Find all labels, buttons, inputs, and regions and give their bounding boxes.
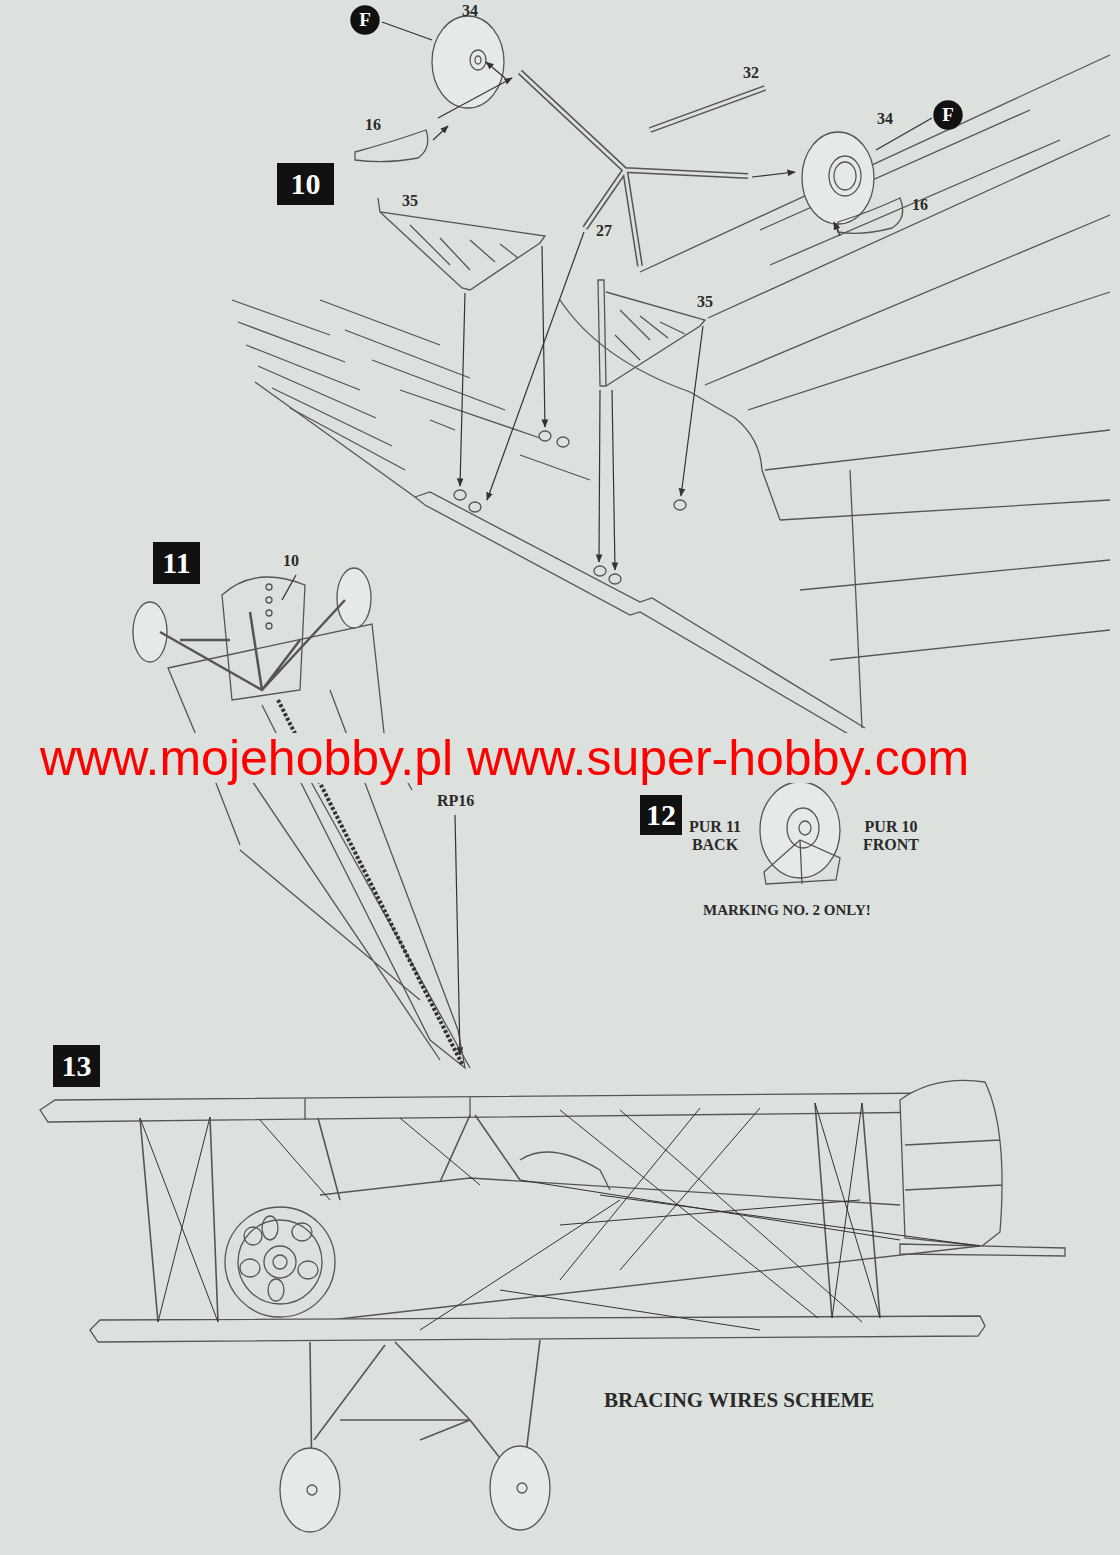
- assembly-arrow: [599, 390, 600, 562]
- tailplane: [900, 1244, 1065, 1256]
- wing-hatching: [232, 300, 590, 480]
- marker-circle-shape: [933, 100, 962, 129]
- step-label: 12: [646, 798, 676, 832]
- part-number: 10: [283, 552, 299, 570]
- part-number: RP16: [437, 792, 474, 810]
- wing-edge: [255, 382, 865, 742]
- wheel-hub: [799, 821, 811, 835]
- step-number: 10: [277, 163, 334, 205]
- assembly-arrow: [612, 390, 615, 570]
- part-number: 35: [697, 293, 713, 311]
- landing-gear-strut: [520, 72, 765, 266]
- wheel: [432, 16, 504, 108]
- leader-line: [382, 22, 932, 150]
- wheel: [337, 568, 371, 628]
- step-label: 11: [162, 546, 190, 580]
- landing-gear-strut: [160, 600, 345, 690]
- assembly-arrow: [487, 232, 584, 500]
- exhaust-dots: [266, 584, 272, 629]
- assembly-arrow: [752, 172, 795, 177]
- engine-cowling: [238, 1220, 322, 1304]
- strut-plate: [598, 280, 705, 386]
- step-number: 12: [640, 795, 682, 835]
- part-number: 34: [462, 2, 478, 20]
- mounting-holes: [454, 431, 686, 584]
- marker-letter: F: [359, 9, 371, 31]
- part-number: 16: [912, 196, 928, 214]
- wing-root: [560, 300, 780, 520]
- wheel-hub: [834, 162, 856, 190]
- part-number: 16: [365, 116, 381, 134]
- part-number: 32: [743, 64, 759, 82]
- spinner: [264, 1246, 296, 1278]
- wheel-spat: [838, 198, 903, 233]
- wheel: [802, 132, 874, 224]
- step-label: 13: [62, 1049, 92, 1083]
- note: MARKING NO. 2 ONLY!: [703, 902, 871, 919]
- wheel-hub: [470, 50, 486, 70]
- finish-marker: F: [350, 5, 380, 35]
- leader-line: [282, 575, 296, 600]
- wheel: [280, 1448, 340, 1532]
- fuselage: [222, 577, 465, 1068]
- part-note: PUR 11 BACK: [676, 818, 754, 855]
- bracing-wires: [140, 1103, 980, 1330]
- leader-line: [455, 815, 460, 1055]
- step-number: 13: [53, 1045, 100, 1087]
- step-10-drawing: [232, 16, 1110, 742]
- cylinders: [240, 1216, 318, 1301]
- step-label: 10: [291, 167, 321, 201]
- caption: BRACING WIRES SCHEME: [604, 1388, 874, 1412]
- wing-struts: [140, 1103, 880, 1322]
- wheel-hub: [829, 156, 861, 196]
- part-number: 27: [596, 222, 612, 240]
- wheel-spat: [355, 130, 428, 162]
- assembly-arrow: [438, 78, 512, 118]
- assembly-arrow: [681, 326, 703, 496]
- step-11-drawing: [133, 568, 470, 1068]
- wheel-hub: [307, 1485, 317, 1495]
- engine-cowling: [225, 1207, 335, 1317]
- wing-ribs: [640, 55, 1110, 728]
- wheel-hub: [475, 56, 481, 64]
- step-12-drawing: [760, 782, 840, 884]
- spinner: [273, 1255, 287, 1269]
- wheel: [760, 782, 840, 878]
- upper-wing: [40, 1093, 950, 1122]
- part-number: 34: [877, 110, 893, 128]
- wheel-hub: [517, 1483, 527, 1493]
- strut-plate: [378, 198, 545, 290]
- wheel-spat: [764, 840, 840, 884]
- step-number: 11: [153, 542, 200, 584]
- part-number: 35: [402, 192, 418, 210]
- assembly-arrow: [460, 293, 465, 486]
- marker-letter: F: [942, 104, 954, 126]
- part-note: PUR 10 FRONT: [852, 818, 930, 855]
- finish-marker: F: [933, 100, 963, 130]
- wheel: [490, 1446, 550, 1530]
- assembly-arrow: [433, 126, 448, 140]
- tailplane: [238, 760, 470, 1068]
- tail-fin: [900, 1080, 1002, 1246]
- marker-circle-shape: [350, 5, 379, 34]
- landing-gear-strut: [520, 72, 765, 266]
- assembly-arrow: [486, 62, 505, 78]
- step-13-drawing: [40, 1080, 1065, 1532]
- assembly-arrow: [834, 222, 840, 236]
- assembly-arrows: [433, 62, 840, 570]
- assembly-arrow: [542, 246, 545, 427]
- watermark: www.mojehobby.pl www.super-hobby.com: [40, 733, 969, 783]
- lower-wing: [90, 1316, 985, 1342]
